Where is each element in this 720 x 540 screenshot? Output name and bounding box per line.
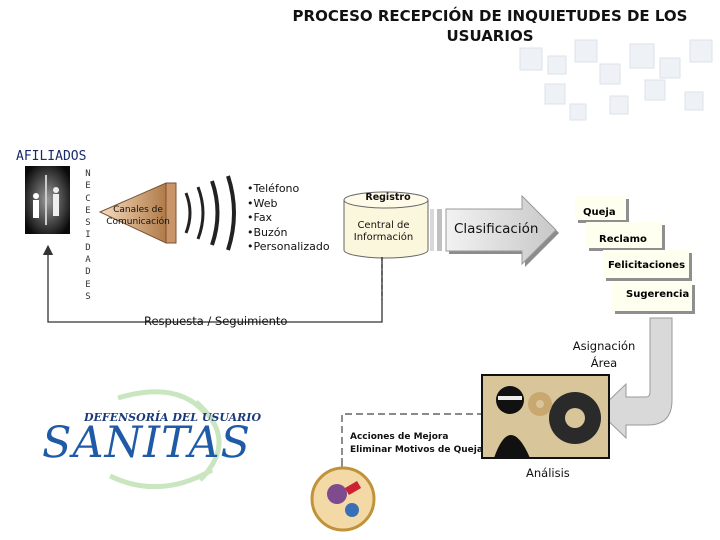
canales-label: Canales de Comunicación	[106, 205, 170, 227]
central-cylinder	[343, 191, 429, 259]
asignacion-label: Asignación Área	[572, 339, 636, 370]
afiliados-label: AFILIADOS	[16, 149, 87, 164]
letter: E	[85, 181, 91, 192]
letter: E	[85, 205, 91, 216]
letter: D	[85, 242, 91, 253]
logo-sanitas-text: SANITAS	[42, 418, 251, 468]
card-sugerencia: Sugerencia	[612, 282, 692, 311]
media-list: Teléfono Web Fax Buzón Personalizado	[247, 182, 330, 255]
media-item: Personalizado	[247, 240, 330, 255]
sound-waves-icon	[184, 175, 236, 251]
media-item: Teléfono	[247, 182, 330, 197]
megaphone-icon	[98, 182, 177, 244]
respuesta-line	[42, 244, 383, 323]
necesidades-vertical-label: N E C E S I D A D E S	[83, 168, 93, 303]
card-reclamo: Reclamo	[586, 222, 662, 248]
letter: I	[85, 230, 91, 241]
letter: A	[85, 255, 91, 266]
clasificacion-label: Clasificación	[454, 221, 539, 237]
card-label: Queja	[583, 207, 616, 218]
acciones-line: Acciones de Mejora	[350, 432, 449, 442]
media-item: Buzón	[247, 226, 330, 241]
decorative-squares	[519, 39, 713, 121]
card-felicitaciones: Felicitaciones	[603, 250, 689, 278]
letter: S	[85, 218, 91, 229]
logo-defensoria-text: DEFENSORÍA DEL USUARIO	[84, 411, 262, 424]
letter: D	[85, 267, 91, 278]
asignacion-curved-arrow	[597, 317, 673, 440]
card-queja: Queja	[575, 196, 626, 220]
analisis-label: Análisis	[526, 466, 570, 480]
letter: S	[85, 291, 91, 302]
letter: N	[85, 169, 91, 179]
acciones-label: Acciones de Mejora Eliminar Motivos de Q…	[350, 431, 483, 456]
people-icon	[25, 166, 70, 234]
classification-arrow	[430, 194, 559, 267]
media-item: Web	[247, 197, 330, 212]
letter: C	[85, 193, 91, 204]
analysis-gears-icon	[481, 374, 610, 459]
card-label: Sugerencia	[626, 289, 690, 300]
sanitas-logo-swirl	[108, 389, 222, 490]
central-label: Central de Información	[353, 220, 414, 243]
acciones-line: Eliminar Motivos de Queja	[350, 444, 483, 455]
letter: E	[85, 279, 91, 290]
page-title: PROCESO RECEPCIÓN DE INQUIETUDES DE LOS …	[292, 7, 688, 45]
registro-label: Registro	[365, 192, 411, 203]
customer-service-icon	[310, 466, 376, 532]
respuesta-label: Respuesta / Seguimiento	[144, 314, 288, 328]
card-label: Felicitaciones	[608, 260, 686, 271]
media-item: Fax	[247, 211, 330, 226]
card-label: Reclamo	[599, 234, 647, 245]
